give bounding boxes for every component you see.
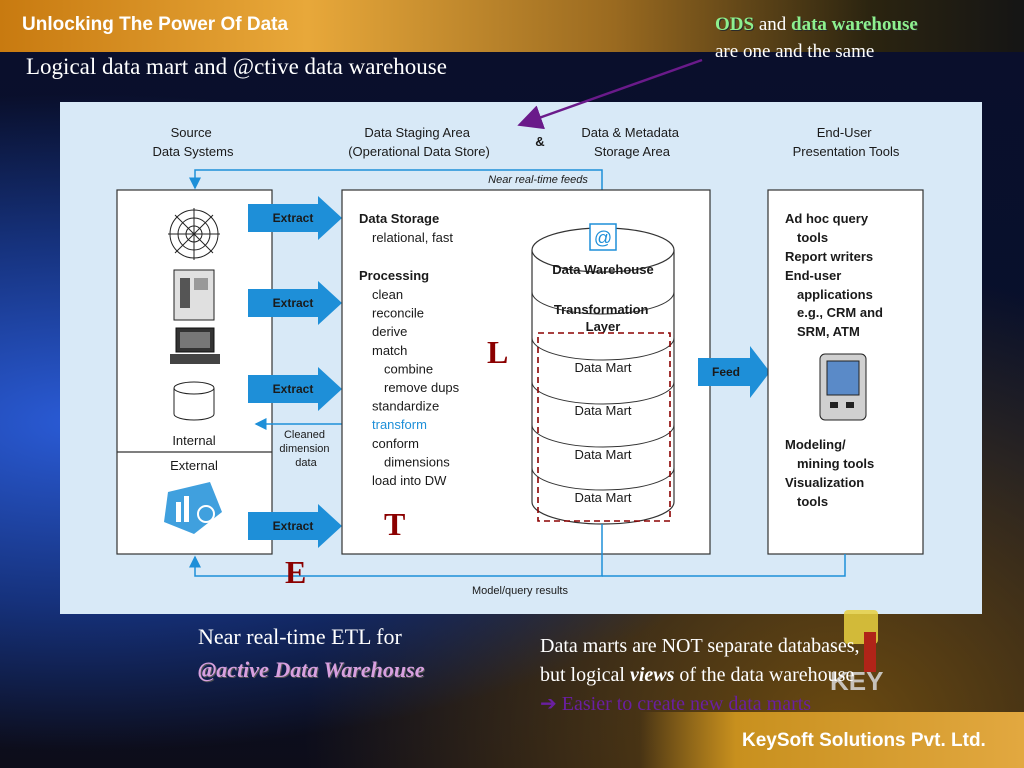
- feed-arrow: [698, 346, 770, 398]
- ods-rest: are one and the same: [715, 40, 875, 62]
- tool-item: Modeling/: [785, 437, 846, 452]
- data-mart-note: Data marts are NOT separate databases, b…: [540, 632, 859, 719]
- chart-icon: [164, 482, 222, 534]
- processing-title: Processing: [359, 268, 429, 283]
- at-icon: @: [594, 228, 612, 248]
- ods-term: ODS: [715, 14, 755, 35]
- right-arrow-icon: ➔: [540, 693, 557, 715]
- storage-title: Data Storage: [359, 211, 439, 226]
- note-views: views: [629, 664, 675, 686]
- data-mart-dashed-box: [537, 332, 671, 522]
- extract-label: Extract: [273, 211, 314, 225]
- ods-note: ODS and data warehouse are one and the s…: [715, 12, 918, 65]
- processing-step: derive: [372, 324, 407, 339]
- processing-step: transform: [372, 417, 427, 432]
- note-line1: Data marts are NOT separate databases,: [540, 635, 860, 657]
- slide-subtitle: Logical data mart and @ctive data wareho…: [26, 54, 447, 79]
- etl-caption: Near real-time ETL for @active Data Ware…: [198, 620, 424, 686]
- storage-sub: relational, fast: [372, 230, 453, 245]
- etl-caption-line2: @active Data Warehouse: [198, 657, 425, 682]
- extract-arrow: [248, 367, 342, 411]
- extract-label: Extract: [273, 382, 314, 396]
- svg-text:KEY: KEY: [830, 666, 883, 696]
- data-mart-label: Data Mart: [574, 490, 631, 505]
- ods-and: and: [758, 14, 787, 35]
- extract-label: Extract: [273, 296, 314, 310]
- header-enduser: End-User Presentation Tools: [793, 125, 900, 159]
- tool-item: SRM, ATM: [797, 324, 860, 339]
- data-mart-label: Data Mart: [574, 360, 631, 375]
- processing-step: dimensions: [384, 454, 450, 469]
- tool-item: mining tools: [797, 456, 874, 471]
- model-query-label: Model/query results: [472, 585, 568, 597]
- feed-label: Feed: [712, 365, 740, 379]
- processing-step: combine: [384, 361, 433, 376]
- at-icon-box: [589, 223, 617, 251]
- tool-item: e.g., CRM and: [797, 305, 883, 320]
- title-banner: [0, 0, 1024, 52]
- dw-label: Data Warehouse: [552, 262, 653, 277]
- header-metadata: Data & Metadata Storage Area: [581, 125, 682, 159]
- web-icon: [168, 208, 220, 260]
- header-source: Source Data Systems: [153, 125, 234, 159]
- keysoft-logo: KEY: [830, 610, 883, 696]
- slide-title: Unlocking The Power Of Data: [22, 14, 289, 35]
- letter-l: L: [487, 334, 509, 370]
- processing-step: standardize: [372, 399, 439, 414]
- processing-step: clean: [372, 287, 403, 302]
- internal-label: Internal: [172, 433, 215, 448]
- pda-icon: [819, 353, 867, 421]
- header-staging: Data Staging Area (Operational Data Stor…: [348, 125, 490, 159]
- near-realtime-label: Near real-time feeds: [488, 174, 588, 186]
- note-line2a: but logical: [540, 664, 625, 686]
- processing-step: remove dups: [384, 380, 460, 395]
- tool-item: End-user: [785, 268, 841, 283]
- external-label: External: [170, 458, 218, 473]
- database-icon: [173, 381, 215, 421]
- processing-step: conform: [372, 436, 419, 451]
- extract-arrow: [248, 281, 342, 325]
- computer-icon: [170, 327, 220, 364]
- data-warehouse-cylinder: [531, 227, 675, 525]
- extract-label: Extract: [273, 519, 314, 533]
- note-line3: Easier to create new data marts: [561, 693, 812, 715]
- etl-caption-line1: Near real-time ETL for: [198, 624, 402, 649]
- header-ampersand: &: [535, 134, 544, 149]
- tool-item: Visualization: [785, 475, 864, 490]
- footer-bar: [640, 712, 1024, 768]
- etl-diagram: Source Data Systems Data Staging Area (O…: [60, 102, 982, 614]
- data-mart-label: Data Mart: [574, 403, 631, 418]
- tool-item: Ad hoc query: [785, 211, 869, 226]
- processing-step: load into DW: [372, 473, 447, 488]
- extract-arrow: [248, 196, 342, 240]
- tool-item: tools: [797, 230, 828, 245]
- tool-item: tools: [797, 494, 828, 509]
- processing-steps: clean reconcile derive match combine remove d…: [372, 287, 460, 488]
- processing-step: match: [372, 343, 407, 358]
- company-name: KeySoft Solutions Pvt. Ltd.: [742, 730, 986, 751]
- cleaned-label: Cleaned dimension data: [279, 429, 332, 469]
- tool-item: Report writers: [785, 249, 873, 264]
- model-query-line: [189, 524, 603, 577]
- data-mart-label: Data Mart: [574, 447, 631, 462]
- tool-item: applications: [797, 287, 873, 302]
- server-icon: [173, 269, 215, 321]
- extract-arrow: [248, 504, 342, 548]
- note-line2b: of the data warehouse: [679, 664, 855, 686]
- letter-t: T: [384, 506, 406, 542]
- letter-e: E: [285, 554, 307, 590]
- transformation-label: Transformation Layer: [554, 302, 652, 334]
- dw-term: data warehouse: [791, 14, 918, 35]
- processing-step: reconcile: [372, 306, 424, 321]
